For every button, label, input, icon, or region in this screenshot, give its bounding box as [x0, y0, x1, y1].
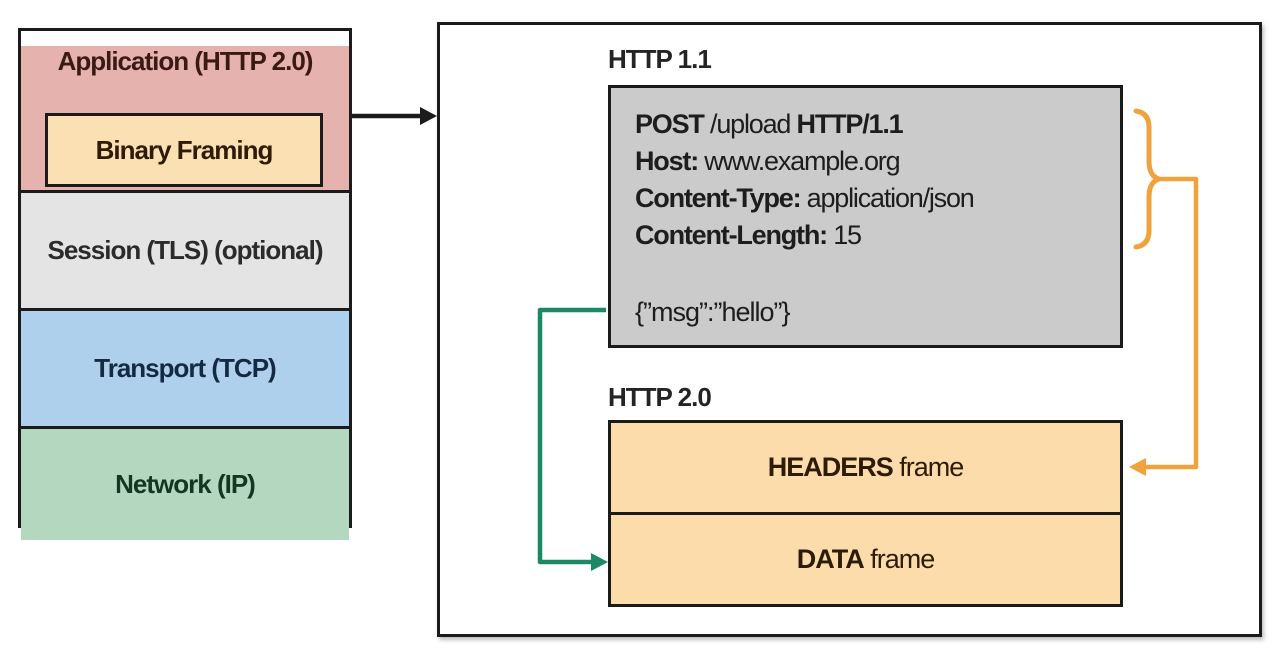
stack-to-panel-arrow-icon	[352, 107, 437, 125]
data-frame-row: DATA frame	[611, 512, 1120, 604]
framing-panel: HTTP 1.1 POST /upload HTTP/1.1 Host: www…	[437, 22, 1262, 637]
content-length-value: 15	[826, 220, 862, 250]
request-header-host: Host: www.example.org	[635, 143, 1112, 180]
http11-section-label: HTTP 1.1	[608, 44, 712, 74]
binary-framing-box: Binary Framing	[45, 113, 323, 187]
request-path: /upload	[703, 109, 797, 139]
http20-section-label: HTTP 2.0	[608, 382, 712, 412]
layer-transport: Transport (TCP)	[21, 308, 349, 426]
request-body-json: {”msg”:”hello”}	[635, 297, 791, 327]
layer-network-label: Network (IP)	[115, 469, 256, 499]
layer-session: Session (TLS) (optional)	[21, 190, 349, 308]
binary-framing-label: Binary Framing	[95, 134, 274, 165]
request-method: POST	[635, 109, 705, 139]
layer-session-label: Session (TLS) (optional)	[47, 235, 324, 265]
request-header-content-type: Content-Type: application/json	[635, 180, 1112, 217]
layer-network: Network (IP)	[21, 426, 349, 540]
headers-frame-row: HEADERS frame	[611, 423, 1120, 512]
http2-frames-box: HEADERS frame DATA frame	[608, 420, 1123, 607]
data-frame-rest: frame	[863, 544, 935, 574]
layer-application-label: Application (HTTP 2.0)	[57, 46, 314, 76]
content-length-name: Content-Length:	[635, 220, 828, 250]
protocol-stack: Application (HTTP 2.0) Binary Framing Se…	[18, 28, 352, 540]
host-header-name: Host:	[635, 146, 699, 176]
request-header-content-length: Content-Length: 15	[635, 217, 1112, 254]
http11-request-box: POST /upload HTTP/1.1 Host: www.example.…	[608, 85, 1123, 348]
content-type-value: application/json	[800, 183, 975, 213]
request-version: HTTP/1.1	[796, 109, 904, 139]
headers-frame-bold: HEADERS	[767, 452, 894, 482]
layer-application: Application (HTTP 2.0) Binary Framing	[21, 46, 349, 190]
headers-frame-rest: frame	[892, 452, 964, 482]
data-frame-bold: DATA	[796, 544, 865, 574]
request-line: POST /upload HTTP/1.1	[635, 106, 1112, 143]
content-type-name: Content-Type:	[635, 183, 802, 213]
layer-transport-label: Transport (TCP)	[94, 353, 276, 383]
host-header-value: www.example.org	[698, 146, 900, 176]
